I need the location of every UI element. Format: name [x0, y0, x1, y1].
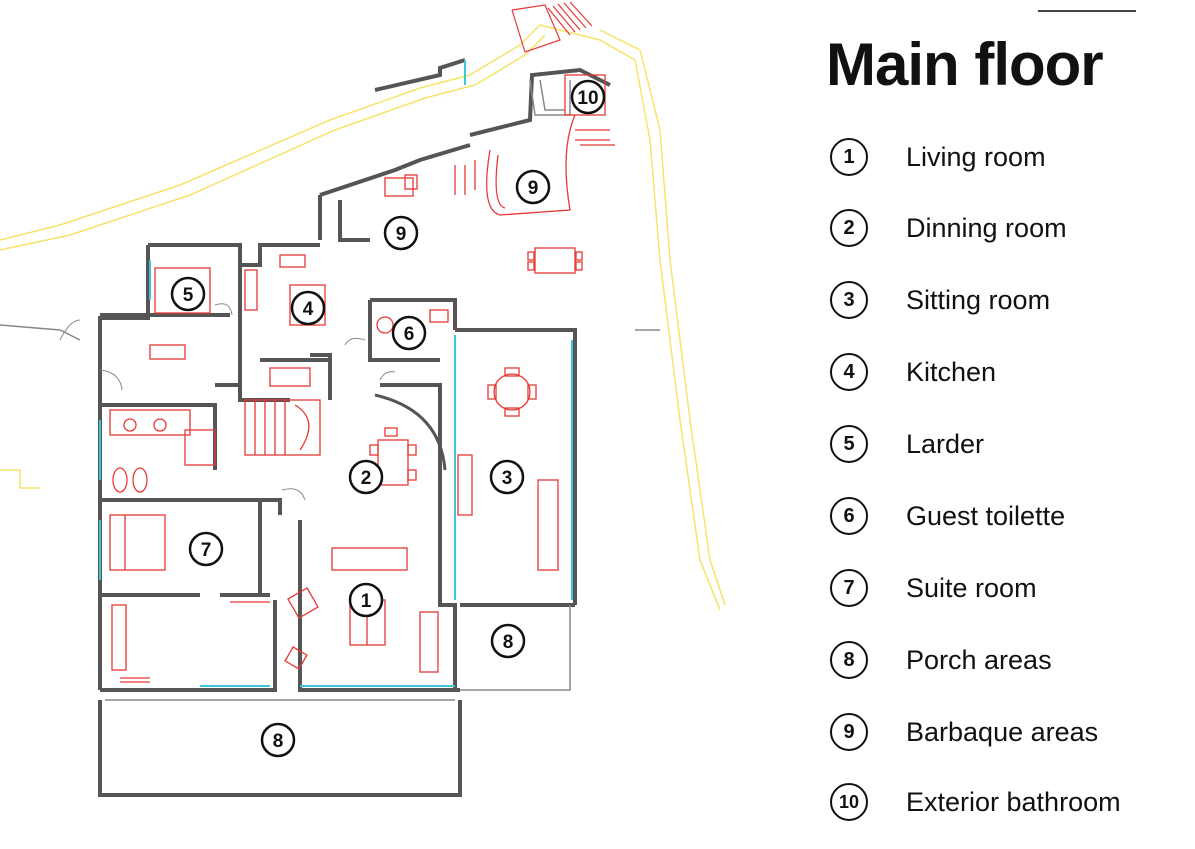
svg-text:3: 3 [502, 468, 513, 489]
site-boundary [0, 24, 726, 611]
room-label-8b: 8 [260, 722, 296, 758]
legend-number: 7 [830, 569, 868, 607]
room-label-4: 4 [290, 290, 326, 326]
floor-plan-drawing: 10 9 9 5 4 6 2 3 7 1 8 8 [0, 1, 726, 797]
legend-number: 6 [830, 497, 868, 535]
svg-text:8: 8 [503, 632, 514, 653]
legend-item: 5 Larder [830, 422, 984, 466]
room-label-1: 1 [348, 582, 384, 618]
legend-item: 2 Dinning room [830, 206, 1067, 250]
glazing [99, 60, 573, 687]
room-label-5: 5 [170, 276, 206, 312]
legend-item: 1 Living room [830, 135, 1046, 179]
legend-number: 3 [830, 281, 868, 319]
legend-item: 8 Porch areas [830, 638, 1052, 682]
svg-text:6: 6 [404, 324, 415, 345]
page-title: Main floor [826, 31, 1104, 98]
svg-text:8: 8 [273, 731, 284, 752]
legend-number: 5 [830, 425, 868, 463]
room-label-10: 10 [570, 79, 606, 115]
legend-number: 4 [830, 353, 868, 391]
room-label-6: 6 [391, 315, 427, 351]
legend-item: 10 Exterior bathroom [830, 780, 1121, 824]
room-label-9a: 9 [515, 169, 551, 205]
legend-number: 9 [830, 713, 868, 751]
svg-text:9: 9 [528, 178, 539, 199]
room-label-7: 7 [188, 531, 224, 567]
walls [98, 58, 611, 797]
svg-text:7: 7 [201, 540, 212, 561]
legend-item: 4 Kitchen [830, 350, 996, 394]
legend-label: Exterior bathroom [906, 786, 1121, 817]
room-label-2: 2 [348, 459, 384, 495]
room-label-3: 3 [489, 459, 525, 495]
room-label-8a: 8 [490, 623, 526, 659]
legend-item: 7 Suite room [830, 566, 1037, 610]
legend-label: Sitting room [906, 284, 1051, 315]
legend-label: Larder [906, 428, 985, 459]
legend-number: 1 [830, 138, 868, 176]
exterior-stairs [511, 1, 593, 53]
legend-number: 2 [830, 209, 868, 247]
legend-number: 10 [830, 783, 868, 821]
legend-item: 3 Sitting room [830, 278, 1050, 322]
terrace-lines [0, 79, 660, 701]
svg-text:1: 1 [361, 591, 372, 612]
room-label-9b: 9 [383, 215, 419, 251]
legend-label: Guest toilette [906, 500, 1066, 531]
doors [59, 303, 396, 501]
legend-label: Porch areas [906, 644, 1052, 675]
legend-label: Living room [906, 141, 1046, 172]
svg-text:9: 9 [396, 224, 407, 245]
legend-number: 8 [830, 641, 868, 679]
svg-text:4: 4 [303, 299, 314, 320]
legend-item: 6 Guest toilette [830, 494, 1065, 538]
legend-label: Kitchen [906, 356, 997, 387]
svg-text:10: 10 [577, 88, 598, 109]
legend-label: Suite room [906, 572, 1037, 603]
furniture [109, 74, 615, 683]
title-rule [1038, 10, 1136, 12]
svg-text:2: 2 [361, 468, 372, 489]
svg-text:5: 5 [183, 285, 194, 306]
legend-label: Dinning room [906, 212, 1067, 243]
legend-label: Barbaque areas [906, 716, 1099, 747]
legend-item: 9 Barbaque areas [830, 710, 1098, 754]
